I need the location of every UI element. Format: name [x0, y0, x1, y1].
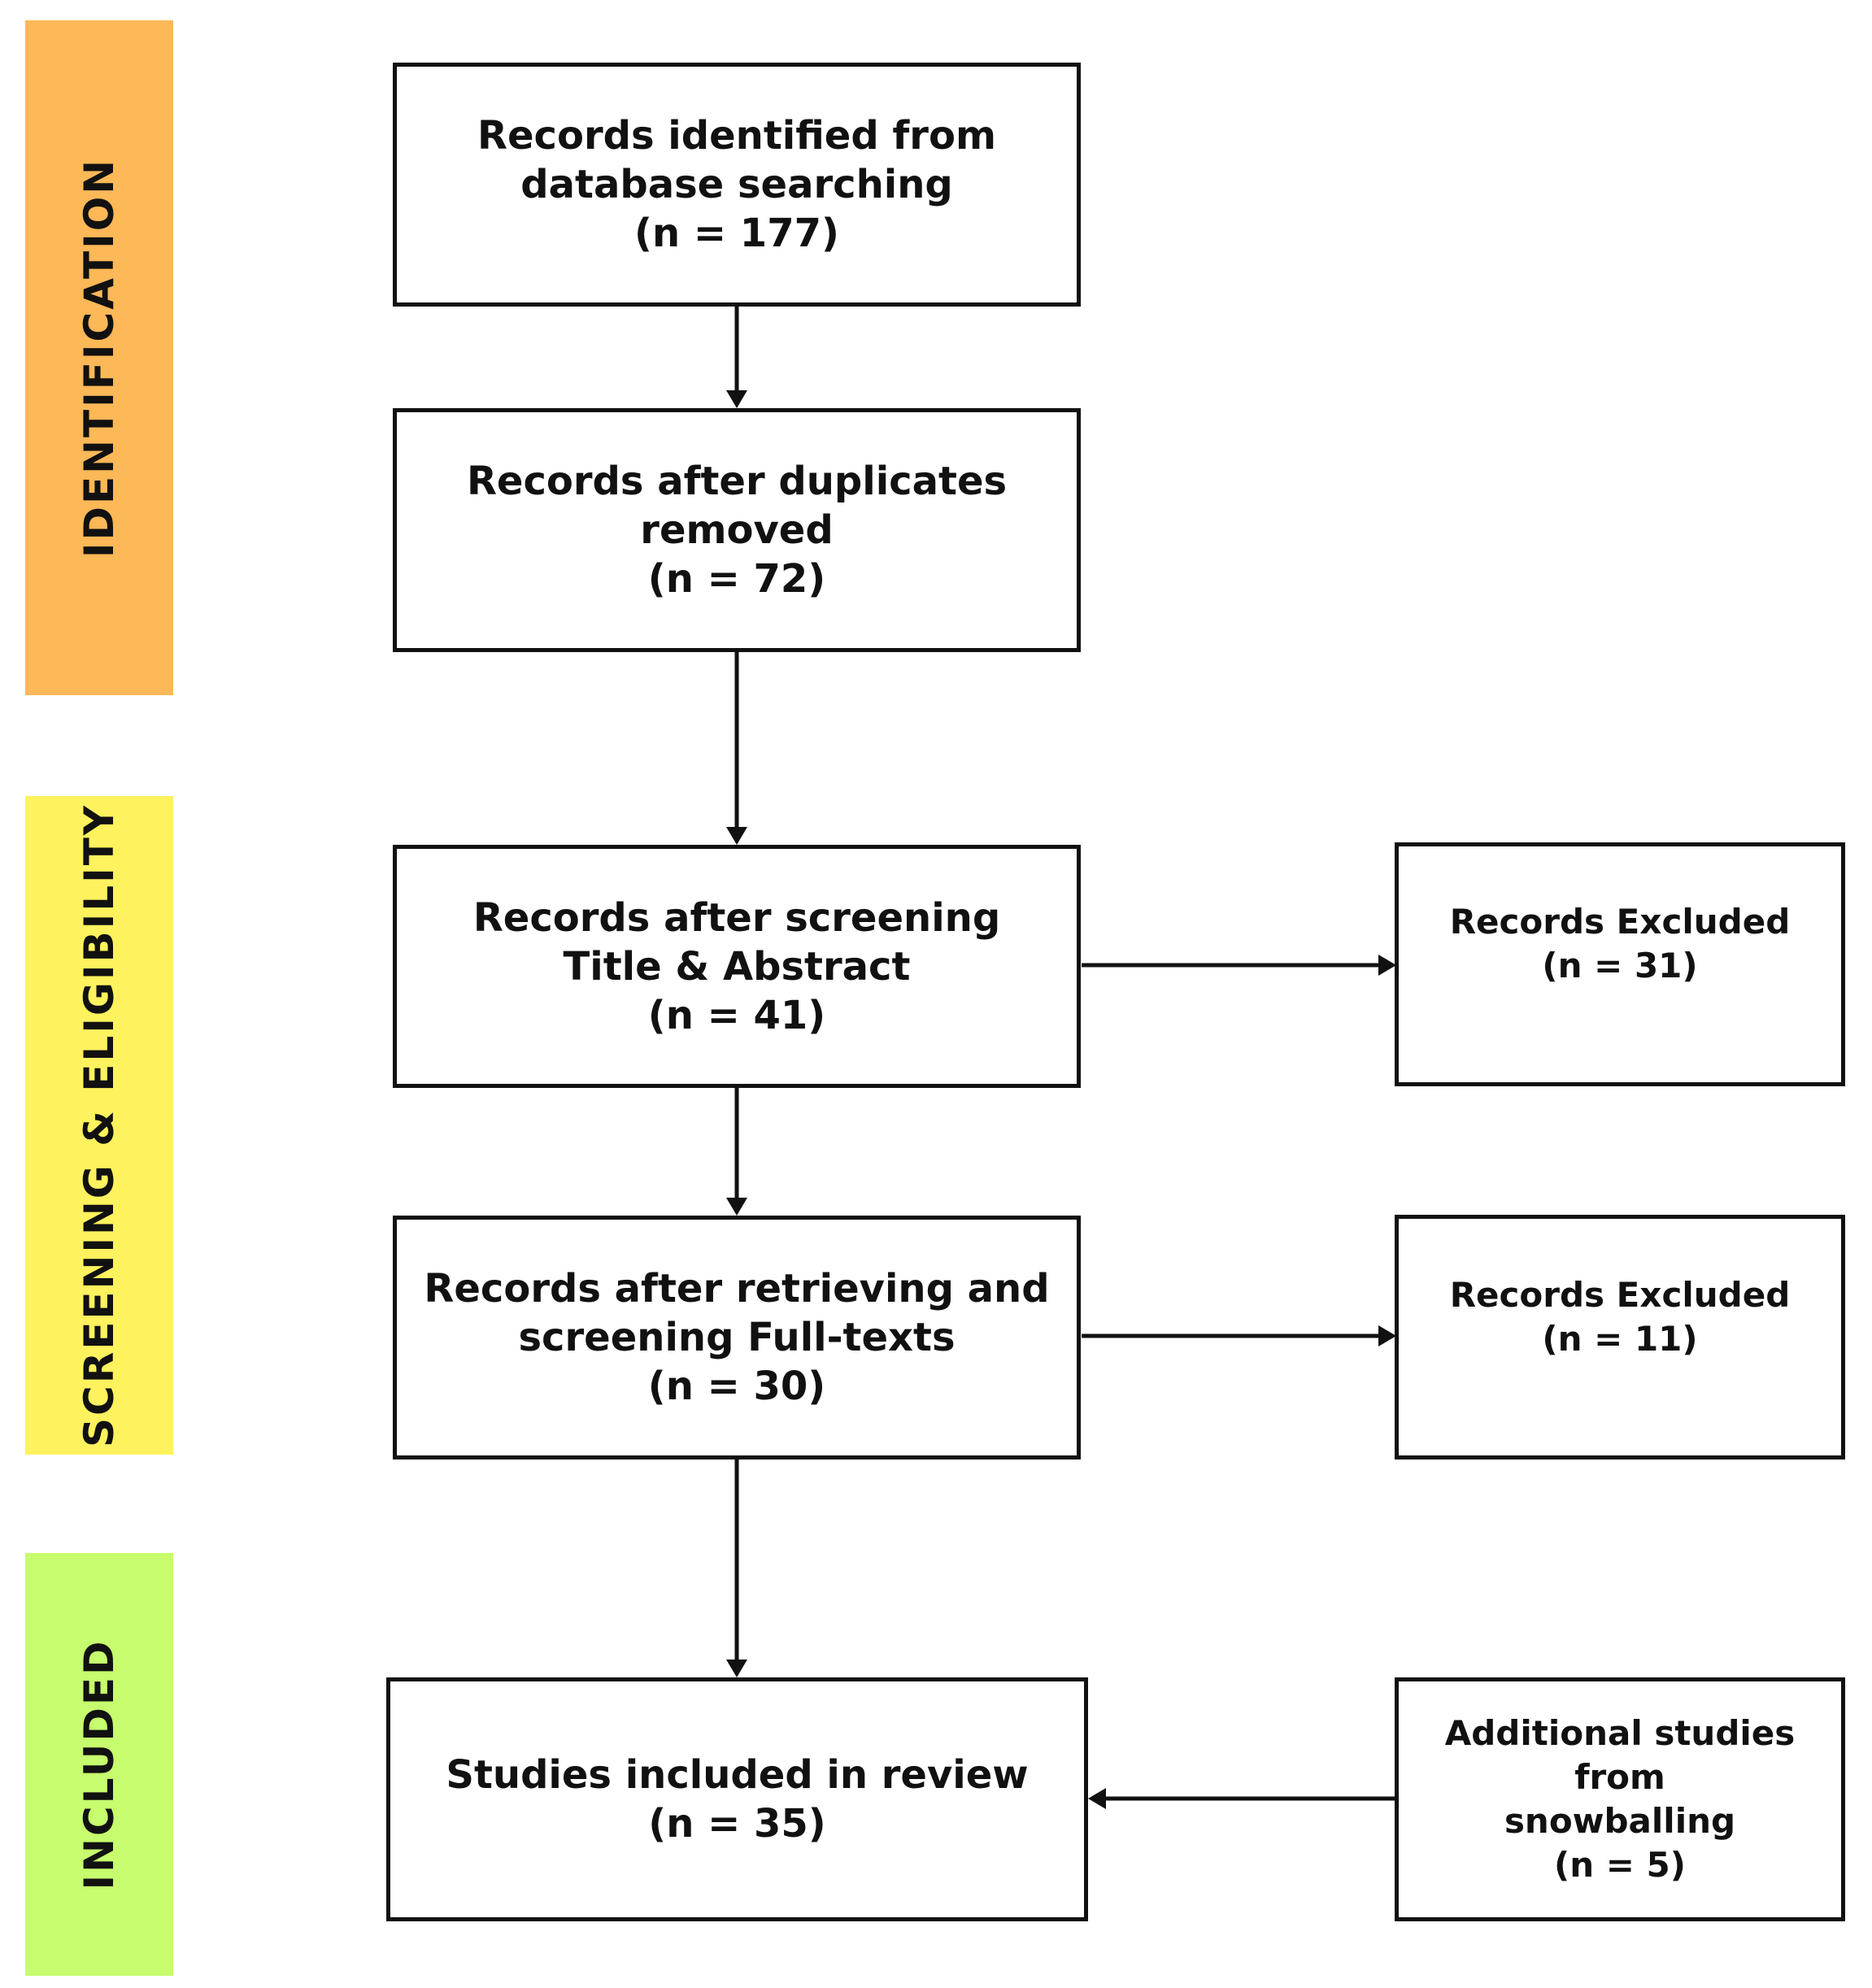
- box-records-identified-line2: database searching: [520, 162, 953, 207]
- arrowhead-right-2: [1378, 1325, 1396, 1346]
- box-records-excluded-1-count: (n = 31): [1542, 946, 1698, 985]
- box-records-title-abstract-count: (n = 41): [647, 992, 826, 1038]
- phase-screening-eligibility: SCREENING & ELIGIBILITY: [25, 796, 173, 1455]
- box-records-title-abstract-line2: Title & Abstract: [563, 943, 911, 990]
- box-additional-snowballing-line1: Additional studies from: [1444, 1713, 1796, 1797]
- phase-included: INCLUDED: [25, 1553, 173, 1976]
- phase-included-label: INCLUDED: [76, 1638, 123, 1890]
- box-records-excluded-2-count: (n = 11): [1542, 1318, 1698, 1359]
- arrowhead-right-1: [1378, 955, 1396, 976]
- box-records-deduplicated: Records after duplicates removed (n = 72…: [393, 408, 1081, 652]
- box-records-title-abstract: Records after screening Title & Abstract…: [393, 845, 1081, 1088]
- box-records-fulltext: Records after retrieving and screening F…: [393, 1216, 1081, 1459]
- box-records-fulltext-count: (n = 30): [647, 1364, 826, 1409]
- phase-identification-label: IDENTIFICATION: [76, 157, 123, 559]
- arrowhead-left-1: [1088, 1788, 1106, 1809]
- box-studies-included: Studies included in review (n = 35): [386, 1677, 1088, 1921]
- box-records-excluded-2: Records Excluded (n = 11): [1395, 1215, 1845, 1459]
- arrowhead-down-2: [726, 827, 747, 845]
- box-records-deduplicated-line2: removed: [640, 507, 834, 553]
- box-records-deduplicated-line1: Records after duplicates: [466, 459, 1008, 504]
- box-records-excluded-2-line1: Records Excluded: [1449, 1274, 1791, 1315]
- box-additional-snowballing: Additional studies from snowballing (n =…: [1395, 1677, 1845, 1921]
- arrowhead-down-1: [726, 390, 747, 408]
- box-studies-included-count: (n = 35): [648, 1801, 826, 1847]
- phase-screening-eligibility-label: SCREENING & ELIGIBILITY: [76, 803, 123, 1448]
- box-records-fulltext-line1: Records after retrieving and: [424, 1266, 1050, 1312]
- phase-identification: IDENTIFICATION: [25, 20, 173, 695]
- box-records-excluded-1: Records Excluded (n = 31): [1395, 842, 1845, 1086]
- box-records-identified-count: (n = 177): [634, 211, 839, 256]
- box-records-title-abstract-line1: Records after screening: [472, 894, 1001, 941]
- box-records-identified-line1: Records identified from: [477, 113, 996, 159]
- arrowhead-down-3: [726, 1198, 747, 1216]
- box-additional-snowballing-line2: snowballing: [1504, 1801, 1736, 1841]
- box-records-deduplicated-count: (n = 72): [647, 556, 826, 602]
- box-records-fulltext-line2: screening Full-texts: [518, 1315, 956, 1360]
- box-records-identified: Records identified from database searchi…: [393, 63, 1081, 307]
- box-studies-included-line1: Studies included in review: [446, 1752, 1029, 1798]
- box-additional-snowballing-count: (n = 5): [1554, 1845, 1686, 1885]
- box-records-excluded-1-line1: Records Excluded: [1449, 902, 1791, 942]
- arrowhead-down-4: [726, 1660, 747, 1677]
